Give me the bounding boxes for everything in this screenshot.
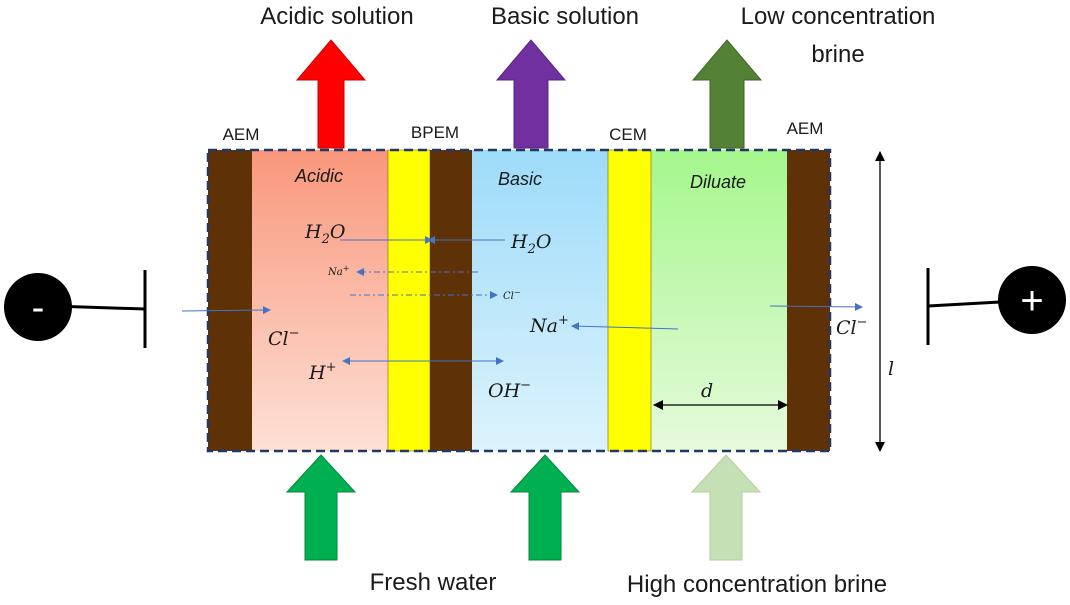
na-basic-label: Na+ <box>529 313 569 337</box>
low-brine-label-line1: Low concentration <box>741 3 936 30</box>
negative-terminal <box>4 273 72 341</box>
na-arrow-to-basic <box>571 322 679 331</box>
cl-arrow-entering-acid <box>181 306 271 315</box>
cl-arrow-leaving-diluate <box>769 302 863 311</box>
cem-membrane <box>607 149 652 452</box>
aem-right-membrane <box>787 150 830 451</box>
fresh-water-label: Fresh water <box>370 569 497 596</box>
cl-right-label: Cl− <box>836 315 868 339</box>
low-brine-label-line2: brine <box>811 41 864 68</box>
brine-input-arrow <box>690 454 762 561</box>
acidic-output-arrow <box>295 39 367 149</box>
diluate-compartment <box>651 150 787 451</box>
fresh-water-input-arrow-2 <box>509 454 581 561</box>
bpem-yellow-layer <box>387 149 431 452</box>
acidic-solution-label: Acidic solution <box>260 3 413 30</box>
cem-label: CEM <box>609 125 647 144</box>
basic-compartment-label: Basic <box>498 169 542 189</box>
positive-sign: + <box>1020 279 1043 323</box>
aem-right-label: AEM <box>787 119 824 138</box>
length-label: l <box>888 358 894 380</box>
positive-electrode-wire <box>927 300 1001 308</box>
h-ion-label: H+ <box>308 360 336 384</box>
high-brine-label: High concentration brine <box>627 571 887 598</box>
positive-terminal <box>998 266 1066 334</box>
basic-output-arrow <box>495 39 567 149</box>
basic-compartment <box>472 150 608 451</box>
h2o-base-label: H2O <box>510 231 552 257</box>
stack-outline <box>206 148 832 453</box>
oh-ion-label: OH− <box>488 378 531 402</box>
acidic-compartment <box>252 150 388 451</box>
acidic-compartment-label: Acidic <box>294 166 343 186</box>
aem-left-label: AEM <box>223 125 260 144</box>
bpem-label: BPEM <box>411 123 459 142</box>
cl-acid-label: Cl− <box>268 326 300 350</box>
h2o-acid-label: H2O <box>304 221 346 247</box>
bpem-brown-layer <box>430 150 472 451</box>
negative-sign: - <box>32 287 45 329</box>
fresh-water-input-arrow-1 <box>285 454 357 561</box>
width-label: d <box>701 380 713 402</box>
cl-small-label: Cl− <box>503 288 521 302</box>
diluate-compartment-label: Diluate <box>690 172 746 192</box>
brine-output-arrow <box>691 39 763 149</box>
na-small-label: Na+ <box>327 264 349 278</box>
aem-left-membrane <box>208 150 252 451</box>
basic-solution-label: Basic solution <box>491 3 639 30</box>
